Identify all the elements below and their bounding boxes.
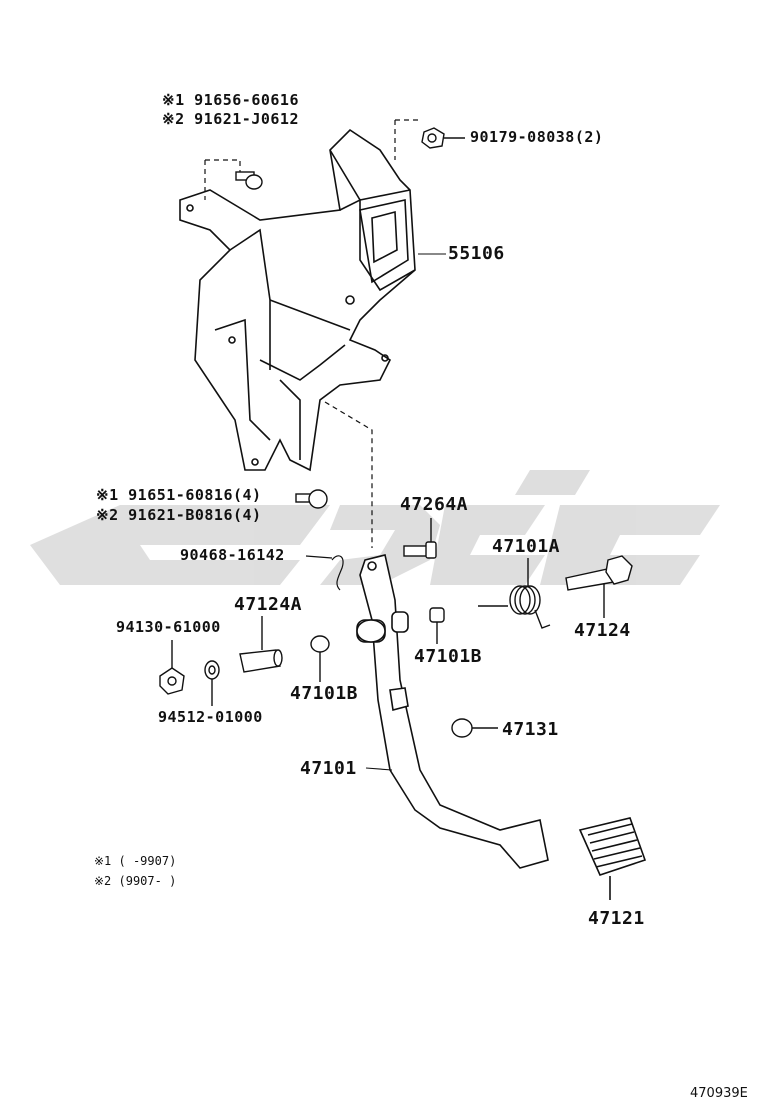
pedal-pad — [578, 817, 647, 900]
washer — [204, 660, 220, 706]
legend-line2: ※2 (9907- ) — [94, 874, 177, 888]
legend-line1: ※1 ( -9907) — [94, 854, 177, 868]
figure-reference: 470939E — [690, 1086, 748, 1101]
mount-bolt — [295, 489, 328, 509]
bushing-right — [429, 607, 445, 644]
bracket-assembly — [179, 128, 416, 472]
label-stopper: 47131 — [502, 719, 559, 740]
label-bolt4-note2: ※2 91621-B0816(4) — [96, 506, 262, 524]
label-bolt-note1: ※1 91656-60616 — [162, 91, 299, 109]
leader-lines — [365, 253, 446, 771]
stopper — [451, 718, 498, 738]
label-nut-left: 94130-61000 — [116, 618, 221, 636]
label-bolt-note2: ※2 91621-J0612 — [162, 110, 299, 128]
top-nut — [421, 127, 465, 149]
shaft-bolt — [403, 518, 437, 559]
label-pin: 90468-16142 — [180, 546, 285, 564]
label-bolt4-note1: ※1 91651-60816(4) — [96, 486, 262, 504]
clip-pin — [305, 555, 344, 591]
pivot-bolt — [565, 555, 633, 618]
label-bracket: 55106 — [448, 243, 505, 264]
top-bolt — [235, 171, 263, 190]
label-bushing-left: 47101B — [290, 683, 359, 704]
label-bushing-right: 47101B — [414, 646, 483, 667]
label-collar: 47124A — [234, 594, 303, 615]
label-pedal-arm: 47101 — [300, 758, 357, 779]
label-spring: 47101A — [492, 536, 561, 557]
label-nut-top: 90179-08038(2) — [470, 128, 604, 146]
label-washer: 94512-01000 — [158, 708, 263, 726]
return-spring — [478, 558, 551, 629]
nut-left — [159, 640, 185, 695]
bushing-left — [310, 635, 330, 682]
label-shaft-bolt: 47264A — [400, 494, 469, 515]
pedal-arm — [356, 554, 549, 869]
watermark-logo — [30, 470, 720, 585]
collar — [239, 616, 283, 673]
label-pedal-pad: 47121 — [588, 908, 645, 929]
dashed-leaders — [204, 119, 420, 548]
label-pivot-bolt: 47124 — [574, 620, 631, 641]
